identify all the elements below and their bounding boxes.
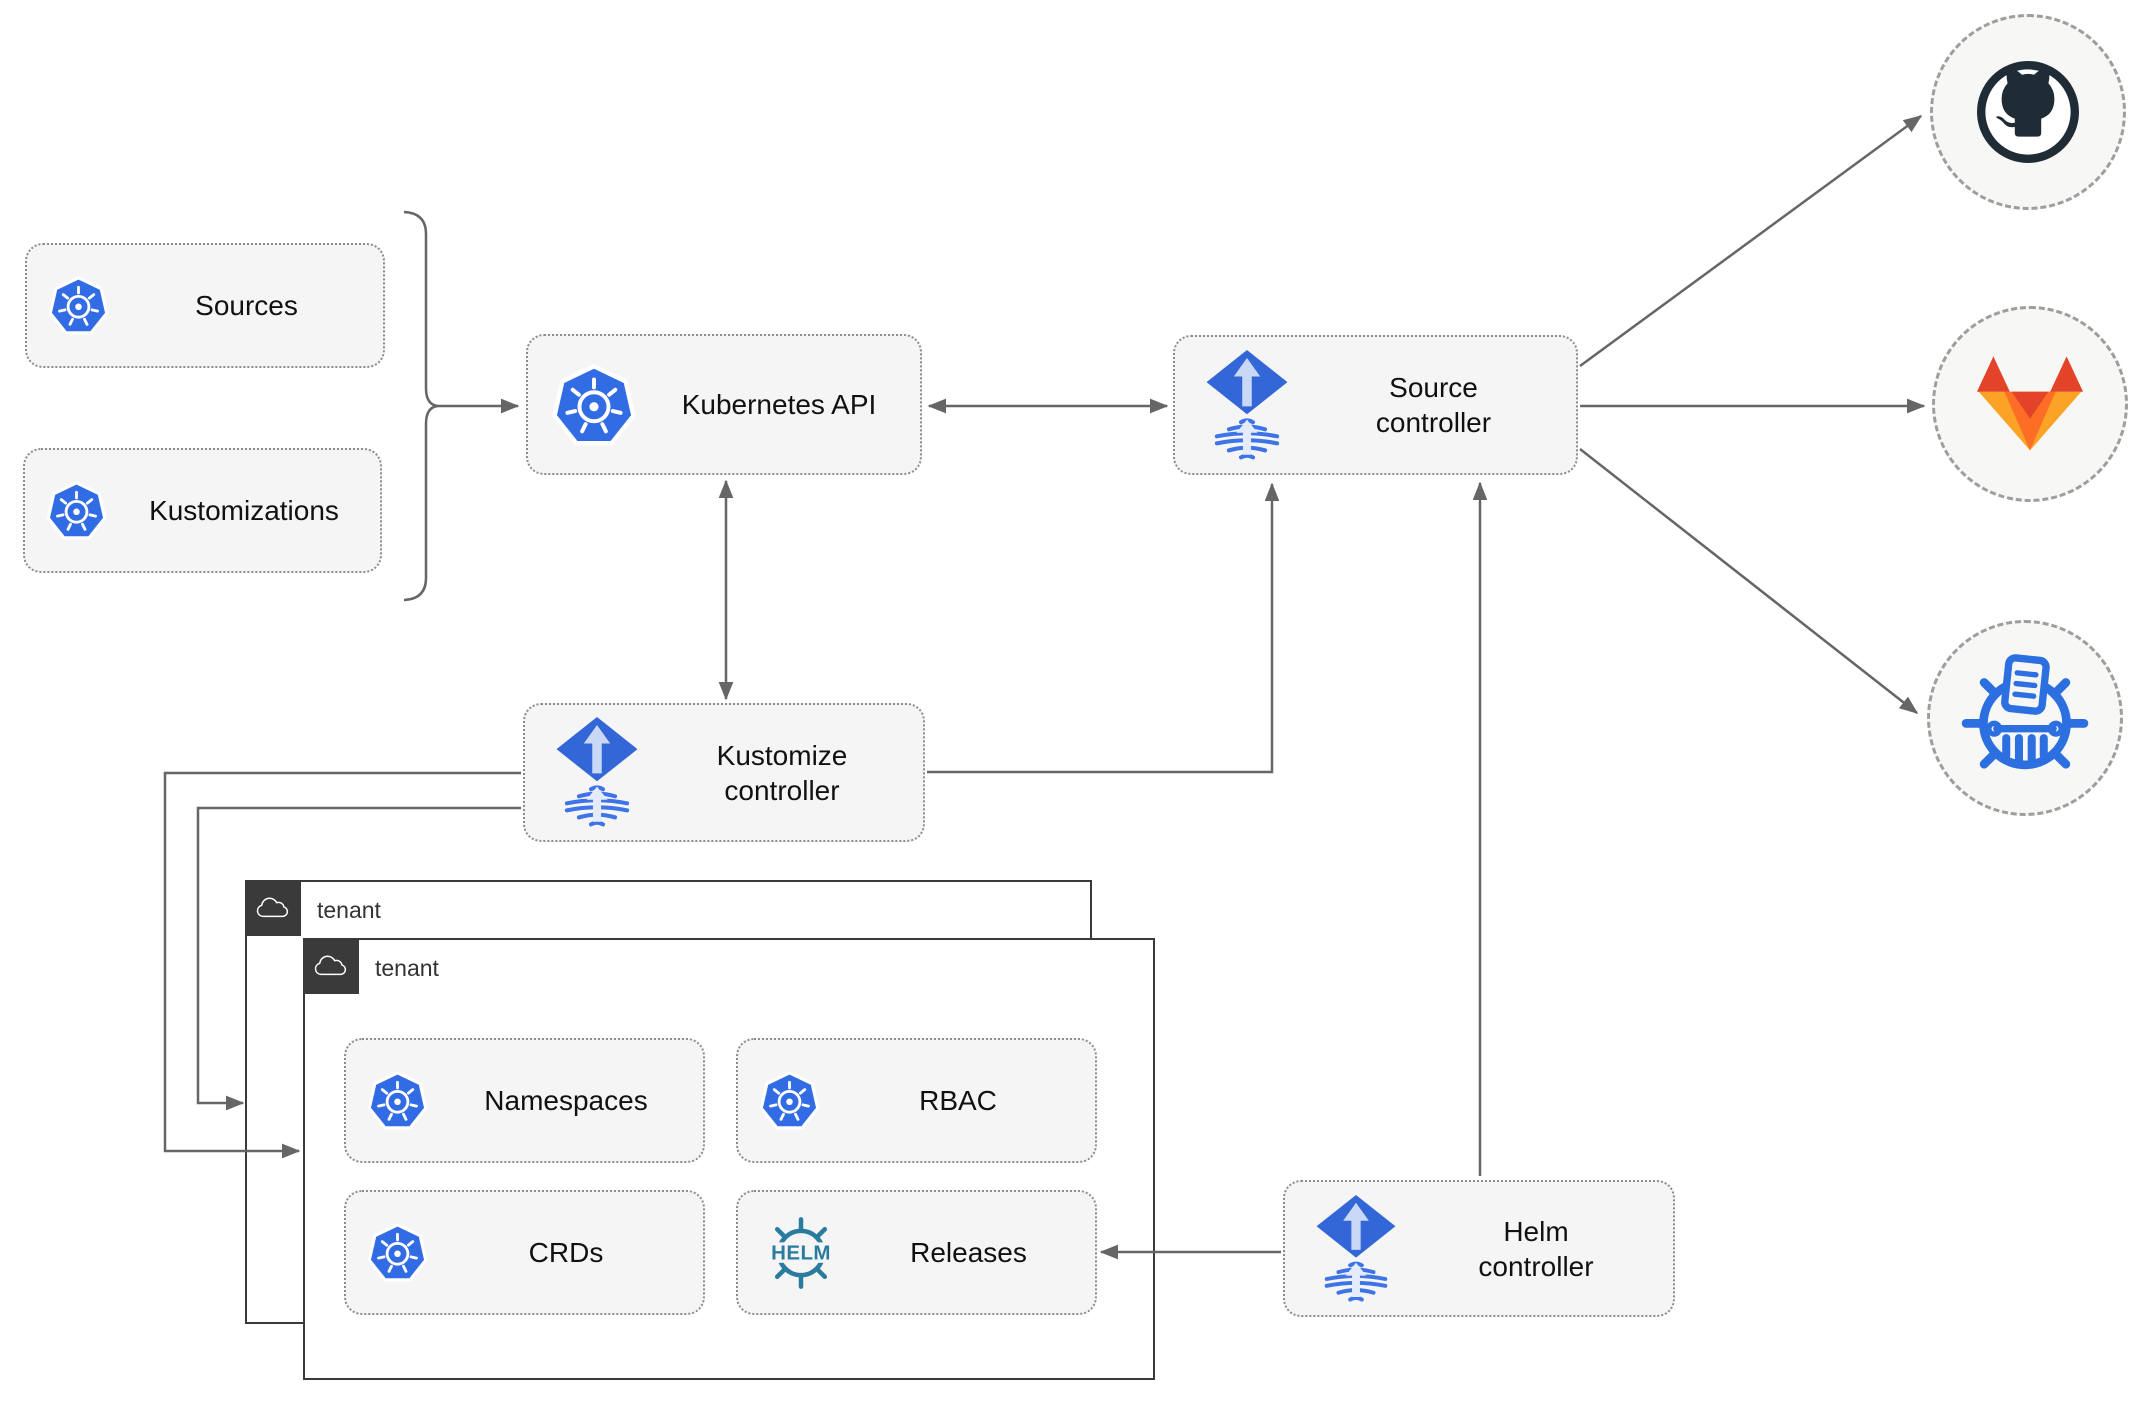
node-sources: Sources [25,243,385,368]
node-label: RBAC [919,1085,997,1116]
flux-icon [553,717,641,828]
node-label: CRDs [528,1237,604,1268]
node-label: Kustomize controller [716,739,848,806]
node-source-controller: Source controller [1173,335,1578,475]
flux-icon [1203,350,1291,461]
node-gitlab [1932,306,2128,502]
tenant-label: tenant [317,897,381,923]
tenant-header [303,938,359,994]
sources-group-brace [403,210,439,602]
kubernetes-icon [550,361,638,449]
node-label: Releases [910,1237,1027,1268]
node-crds: CRDs [344,1190,705,1315]
tenant-label: tenant [375,955,439,981]
kubernetes-icon [758,1069,821,1132]
node-label: Sources [195,290,298,321]
node-namespaces: Namespaces [344,1038,705,1163]
node-label: Kustomizations [149,495,339,526]
edge-source-controller-to-chartmuseum [1579,448,1919,714]
helm-logo-text: HELM [771,1241,831,1264]
github-icon [1977,61,2079,163]
node-kustomize-controller: Kustomize controller [523,703,925,842]
node-label: Namespaces [484,1085,648,1116]
node-rbac: RBAC [736,1038,1097,1163]
edge-kustomize-controller-to-source-controller [927,482,1280,774]
flux-icon [1313,1195,1399,1303]
tenant-header [245,880,301,936]
node-releases: HELM Releases [736,1190,1097,1315]
kubernetes-icon [366,1069,429,1132]
node-chartmuseum [1927,620,2123,816]
node-label: Kubernetes API [681,389,877,420]
cloud-icon [255,896,291,921]
kubernetes-icon [366,1221,429,1284]
cloud-icon [313,954,349,979]
node-kustomizations: Kustomizations [23,448,382,573]
node-label: Helm controller [1478,1215,1594,1282]
node-helm-controller: Helm controller [1283,1180,1675,1317]
gitlab-icon [1976,356,2084,451]
kubernetes-icon [45,479,108,542]
node-label: Source controller [1375,372,1492,438]
node-github [1930,14,2126,210]
node-kubernetes-api: Kubernetes API [526,334,922,475]
edge-source-controller-to-github [1579,114,1923,368]
chartmuseum-icon [1961,654,2089,770]
kubernetes-icon [47,274,110,337]
helm-icon: HELM [771,1216,831,1289]
